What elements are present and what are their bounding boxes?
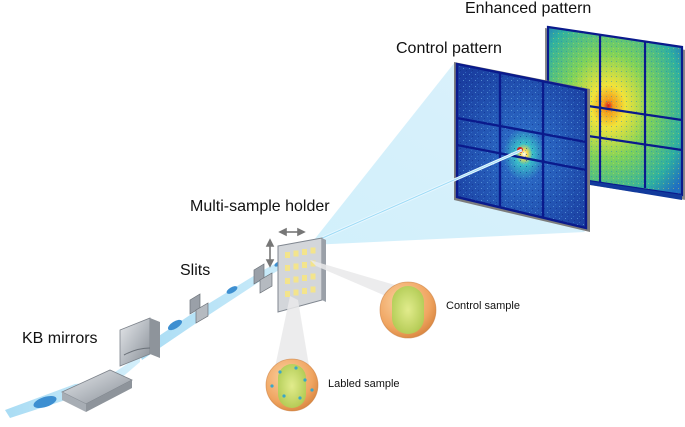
callout-control-cone [310,260,405,300]
sample-well [310,260,316,267]
sample-well [293,263,299,270]
enhanced-pattern-label: Enhanced pattern [465,0,592,17]
sample-well [293,276,299,283]
multi-sample-holder [277,237,326,313]
control-pattern-label: Control pattern [396,40,502,57]
sample-well [285,265,290,271]
sample-well [302,262,307,268]
sample-well [293,250,299,257]
sample-well [285,252,290,258]
kb-mirrors-label: KB mirrors [22,330,98,347]
slits-first [189,293,209,324]
sample-well [293,289,299,296]
control-sample-sphere [379,281,437,339]
sample-well [310,286,316,293]
labeled-sample-sphere [265,358,319,412]
control-pattern-detector [454,62,590,232]
sample-well [285,291,290,297]
holder-move-arrows [265,227,306,268]
slits-label: Slits [180,262,211,279]
sample-well [310,247,316,254]
sample-well [302,288,307,294]
control-sample-label: Control sample [446,300,520,312]
kb-mirror-lower [61,369,133,412]
kb-mirror-upper [119,317,160,367]
sample-well [285,278,290,284]
sample-well [302,275,307,281]
sample-well [310,273,316,280]
multi-sample-holder-label: Multi-sample holder [190,198,330,215]
sample-well [302,249,307,255]
slits-second [253,263,273,294]
labeled-sample-label: Labled sample [328,378,400,390]
callout-labeled-cone [274,296,310,372]
